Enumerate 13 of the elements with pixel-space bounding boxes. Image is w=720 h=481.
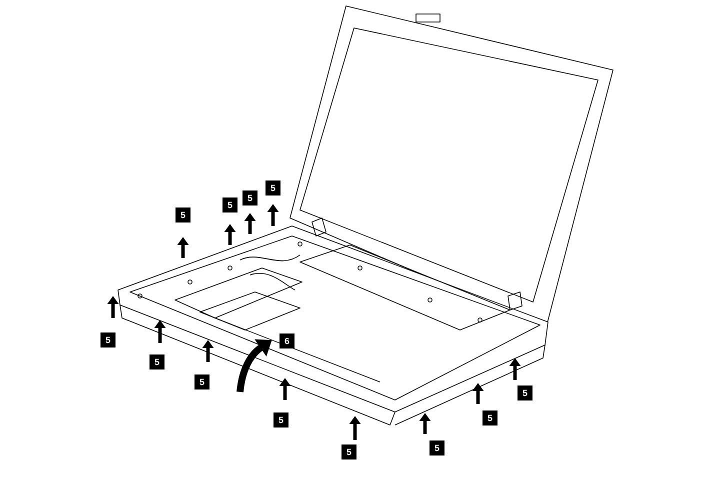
callout-number: 5 — [342, 444, 356, 460]
callout-number: 5 — [100, 332, 116, 348]
callout-number: 5 — [194, 374, 210, 390]
callout-number: 5 — [222, 198, 238, 212]
callout-number: 5 — [274, 412, 288, 428]
callout-number: 6 — [280, 334, 294, 348]
callout-number: 5 — [266, 180, 280, 196]
callout-number: 5 — [482, 410, 498, 426]
callout-number: 5 — [242, 190, 258, 206]
callout-number: 5 — [518, 386, 532, 400]
callout-number: 5 — [150, 354, 164, 370]
callout-number: 5 — [176, 208, 190, 222]
callout-number: 5 — [430, 440, 444, 456]
